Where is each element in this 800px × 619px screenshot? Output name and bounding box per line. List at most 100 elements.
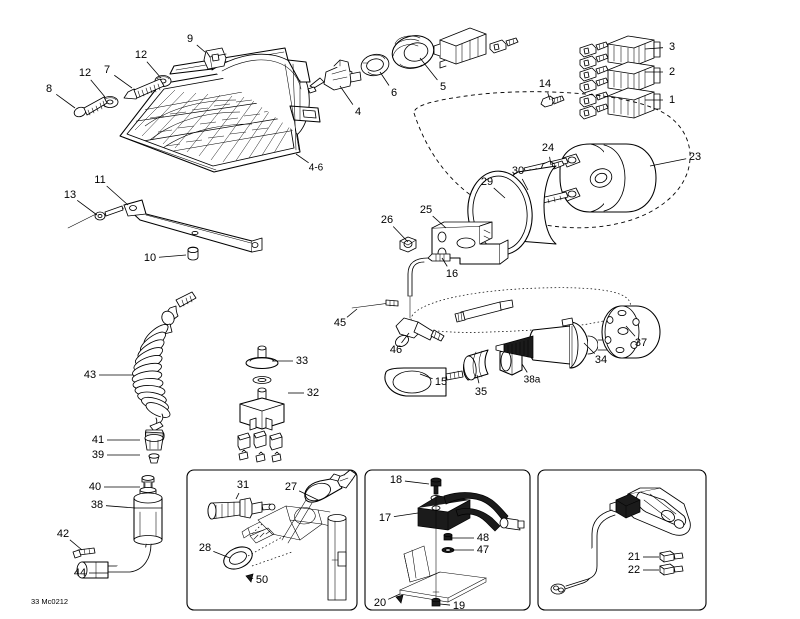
callout-number: 24 xyxy=(542,142,554,154)
callout-number: 40 xyxy=(89,481,101,493)
threaded-shaft xyxy=(454,299,514,323)
callout-number: 25 xyxy=(420,204,432,216)
part-41-tether-collar xyxy=(144,434,164,451)
callout-number: 31 xyxy=(237,479,249,491)
callout-number: 12 xyxy=(135,49,147,61)
callout-2: 2 xyxy=(645,66,675,78)
leader-line xyxy=(649,158,687,167)
callout-number: 1 xyxy=(669,94,675,106)
callout-50: 50 xyxy=(249,574,268,586)
callout-number: 3 xyxy=(669,41,675,53)
callout-5: 5 xyxy=(419,57,446,93)
part-5-bulb-boot xyxy=(391,35,435,69)
callout-16: 16 xyxy=(441,257,458,280)
callout-9: 9 xyxy=(187,33,206,53)
callout-number: 11 xyxy=(94,174,105,186)
callout-number: 42 xyxy=(57,528,69,540)
callout-20: 20 xyxy=(374,593,401,609)
callout-number: 33 xyxy=(296,355,308,367)
brake-wire-connector xyxy=(550,583,566,595)
leader-line xyxy=(158,254,187,258)
callout-13: 13 xyxy=(64,189,98,216)
leader-line xyxy=(56,93,76,109)
callout-number: 20 xyxy=(374,597,386,609)
part-33-switch-cap xyxy=(245,345,279,370)
callout-number: 10 xyxy=(144,252,156,264)
part-21-terminal xyxy=(659,550,684,563)
terminals-2 xyxy=(579,65,609,94)
leader-line xyxy=(76,200,98,216)
part-48-lock-washer xyxy=(443,533,453,541)
callout-19: 19 xyxy=(439,600,465,612)
leader-line xyxy=(249,577,254,579)
callout-15: 15 xyxy=(419,373,447,388)
callout-number: 13 xyxy=(64,189,76,201)
callout-25: 25 xyxy=(420,204,447,229)
callout-number: 30 xyxy=(512,165,524,177)
part-37-connector-cap xyxy=(601,305,661,359)
leader-line xyxy=(114,74,133,89)
callout-number: 41 xyxy=(92,434,104,446)
callout-31: 31 xyxy=(235,479,249,500)
callout-number: 23 xyxy=(689,151,701,163)
part-7-adjusting-screw xyxy=(123,78,165,100)
leader-line xyxy=(432,215,447,229)
part-14-screw xyxy=(540,95,565,108)
callout-number: 47 xyxy=(477,544,489,556)
callout-41: 41 xyxy=(92,434,140,446)
callout-3: 3 xyxy=(644,41,675,53)
callout-47: 47 xyxy=(450,544,489,556)
callout-number: 12 xyxy=(79,67,91,79)
callout-number: 4-6 xyxy=(309,163,324,174)
callout-number: 37 xyxy=(635,337,647,349)
leader-line xyxy=(106,185,129,206)
diagram-id: 33 Mc0212 xyxy=(31,597,69,606)
callout-4: 4 xyxy=(339,85,361,118)
leader-line xyxy=(404,480,430,485)
callout-number: 6 xyxy=(391,87,397,99)
part-10-grommet xyxy=(187,246,199,261)
callout-11: 11 xyxy=(94,174,129,206)
leader-line xyxy=(213,550,231,559)
callout-7: 7 xyxy=(104,64,133,89)
leader-line xyxy=(493,187,506,199)
part-38-tether-switch-body xyxy=(107,492,163,573)
regulator-wires xyxy=(443,492,525,532)
connector-housing-2 xyxy=(607,61,661,93)
headlamp-assembly xyxy=(119,47,321,173)
callout-17: 17 xyxy=(379,512,419,524)
part-16-sensor-rod xyxy=(407,253,451,319)
callout-10: 10 xyxy=(144,252,187,264)
callout-number: 45 xyxy=(334,317,346,329)
callout-27: 27 xyxy=(285,481,319,501)
callout-number: 14 xyxy=(539,78,551,90)
leader-line xyxy=(339,85,354,105)
leader-line xyxy=(521,363,528,373)
callout-34: 34 xyxy=(583,342,607,366)
callout-number: 35 xyxy=(475,386,487,398)
leader-line xyxy=(90,79,106,98)
harness-loop xyxy=(410,287,631,333)
part-46-elbow-terminal xyxy=(395,317,445,347)
terminal-pair-top xyxy=(489,37,519,54)
leader-line xyxy=(419,373,433,380)
callout-28: 28 xyxy=(199,542,231,559)
callout-44: 44 xyxy=(74,567,108,579)
leader-line xyxy=(298,490,319,501)
panel-regulator-assembly xyxy=(364,469,531,611)
connector-housing-1 xyxy=(607,87,661,119)
callout-14: 14 xyxy=(539,78,551,101)
part-13-retaining-pin xyxy=(67,205,125,229)
part-35-switch-boot xyxy=(462,349,489,381)
callout-number: 5 xyxy=(440,81,446,93)
callout-layer: 12344-6567891011121213141516171819202122… xyxy=(46,33,701,612)
callout-number: 48 xyxy=(477,532,489,544)
panel-throttle-assembly xyxy=(186,469,358,611)
callout-number: 44 xyxy=(74,567,86,579)
callout-number: 26 xyxy=(381,214,393,226)
callout-number: 38 xyxy=(91,499,103,511)
callout-1: 1 xyxy=(645,94,675,106)
callout-number: 9 xyxy=(187,33,193,45)
